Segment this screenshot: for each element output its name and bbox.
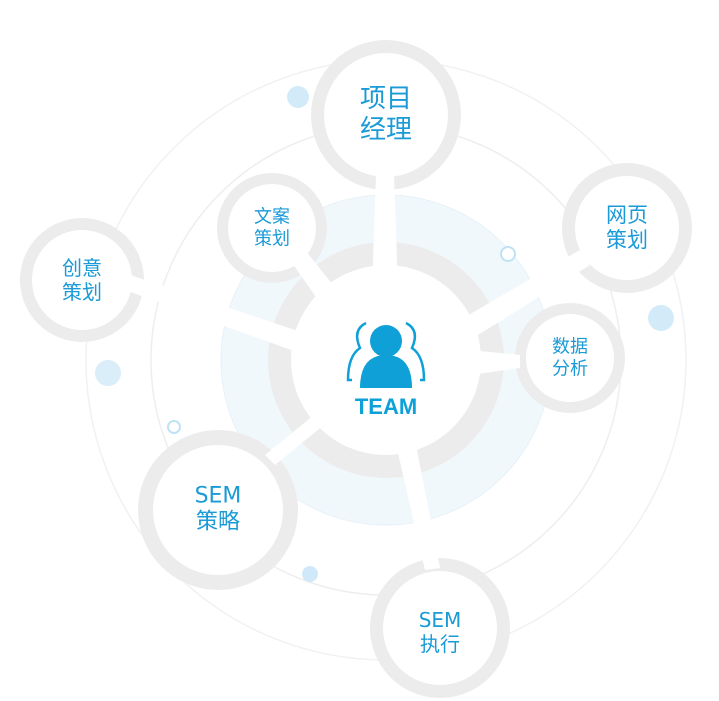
node-copywriting[interactable]: 文案策划 — [254, 206, 290, 249]
node-label-line2: 执行 — [420, 632, 460, 656]
node-label-line1: 文案 — [254, 206, 290, 228]
decor-dots — [95, 86, 674, 582]
node-label-line2: 策划 — [254, 228, 290, 249]
node-label-line1: 网页 — [606, 202, 648, 227]
node-label-line1: 项目 — [359, 83, 413, 114]
node-project-manager[interactable]: 项目经理 — [360, 84, 412, 146]
node-label-line1: SEM — [194, 483, 242, 509]
node-label-line2: 分析 — [552, 358, 588, 379]
node-label-line1: 创意 — [62, 256, 102, 280]
node-creative-planning[interactable]: 创意策划 — [62, 256, 102, 304]
node-label-line2: 经理 — [359, 115, 413, 145]
node-label-line2: 策略 — [195, 510, 241, 535]
node-label-line2: 策划 — [606, 228, 648, 252]
team-label: TEAM — [354, 394, 418, 419]
node-data-analysis[interactable]: 数据分析 — [552, 336, 588, 379]
node-cores — [32, 53, 679, 685]
team-people-icon — [346, 321, 426, 388]
node-label-line2: 策划 — [62, 280, 102, 304]
node-web-planning[interactable]: 网页策划 — [606, 203, 648, 253]
node-label-line1: SEM — [418, 608, 462, 632]
node-label-line1: 数据 — [552, 336, 588, 358]
